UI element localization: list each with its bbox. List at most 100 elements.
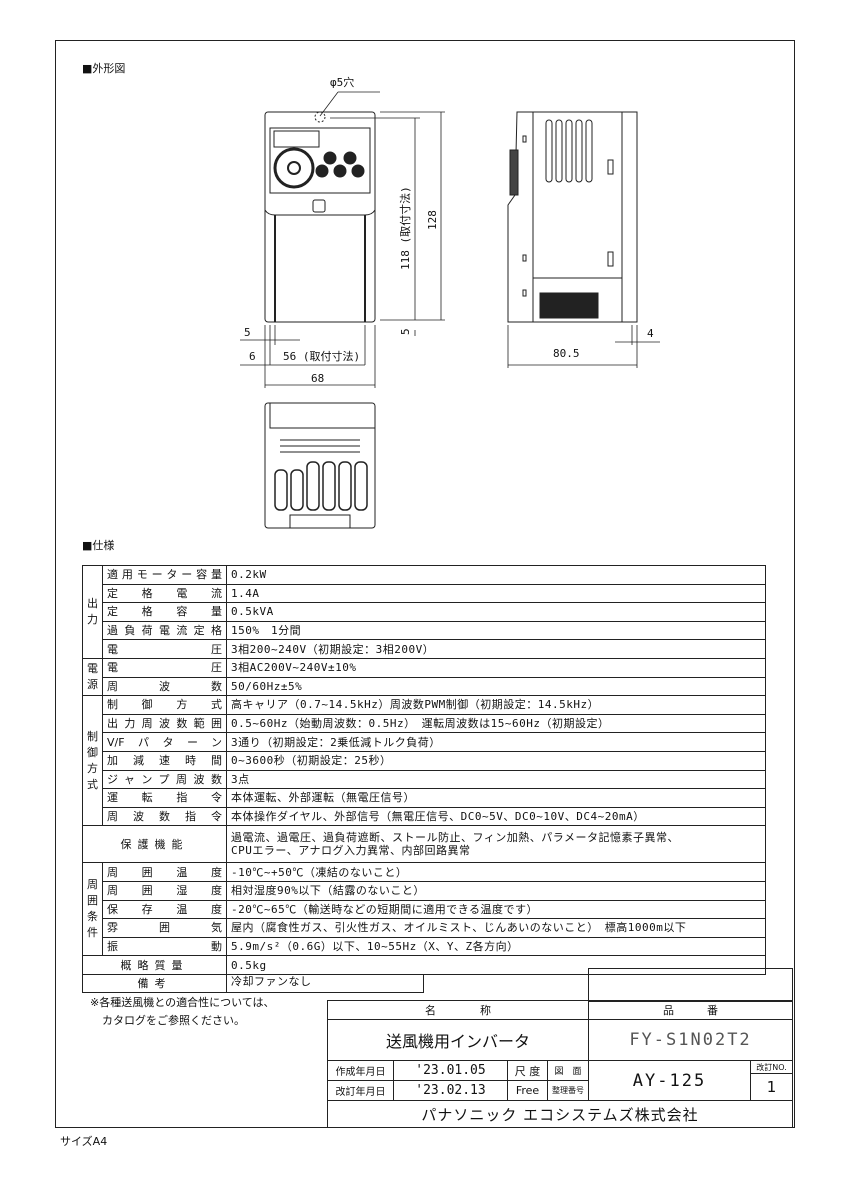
spec-value: 屋内（腐食性ガス、引火性ガス、オイルミスト、じんあいのないこと） 標高1000m… <box>226 918 766 938</box>
product-name: 送風機用インバータ <box>327 1019 589 1061</box>
dim-4: 4 <box>647 327 654 340</box>
note-line-1: ※各種送風機との適合性については、 <box>90 996 275 1009</box>
dim-118: 118 (取付寸法) <box>398 186 412 270</box>
spec-group-label: 電源 <box>82 657 103 697</box>
dim-5-left: 5 <box>244 326 251 339</box>
spec-value: 過電流、過電圧、過負荷遮断、ストール防止、フィン加熱、パラメータ記憶素子異常、 … <box>226 825 766 864</box>
specs-heading: ■仕様 <box>82 539 115 552</box>
scale-label: 尺 度 <box>507 1060 548 1081</box>
spec-label: V/Fパターン <box>102 732 227 752</box>
scale-value: Free <box>507 1080 548 1101</box>
spec-label: 適用モーター容量 <box>102 565 227 585</box>
spec-label: 周囲温度 <box>102 862 227 882</box>
created-label: 作成年月日 <box>327 1060 394 1081</box>
dim-128: 128 <box>426 210 439 230</box>
spec-label: 加減速時間 <box>102 750 227 771</box>
spec-row: 周波数指令本体操作ダイヤル、外部信号（無電圧信号、DC0~5V、DC0~10V、… <box>83 806 766 827</box>
spec-value: 相対湿度90%以下（結露のないこと） <box>226 880 766 901</box>
spec-row: 周囲条件周囲温度-10℃~+50℃（凍結のないこと） <box>82 862 766 957</box>
spec-row: 雰囲気屋内（腐食性ガス、引火性ガス、オイルミスト、じんあいのないこと） 標高10… <box>83 918 766 938</box>
spec-group-label: 出力 <box>82 565 103 659</box>
front-dimensions <box>240 91 445 388</box>
spec-value: 0.5kVA <box>226 602 766 622</box>
spec-value: 0~3600秒（初期設定：25秒） <box>226 750 766 771</box>
spec-group-label: 周囲条件 <box>82 862 103 957</box>
spec-value: 50/60Hz±5% <box>226 676 766 697</box>
spec-value: 3相200~240V（初期設定：3相200V） <box>226 639 766 659</box>
paper-size: サイズA4 <box>60 1135 108 1148</box>
note-line-2: カタログをご参照ください。 <box>102 1014 245 1027</box>
company-name: パナソニック エコシステムズ株式会社 <box>327 1100 793 1128</box>
revised-date: '23.02.13 <box>393 1080 508 1101</box>
revision-number: 1 <box>750 1073 793 1101</box>
spec-label: 振動 <box>102 936 227 957</box>
name-header: 名 称 <box>327 1000 589 1020</box>
spec-value: 本体運転、外部運転（無電圧信号） <box>226 788 766 808</box>
spec-label: 概略質量 <box>82 955 227 975</box>
spec-row: 運転指令本体運転、外部運転（無電圧信号） <box>83 788 766 808</box>
revised-label: 改訂年月日 <box>327 1080 394 1101</box>
spec-value: 3相AC200V~240V±10% <box>226 657 766 678</box>
spec-value-text: 0.5kg <box>231 958 267 972</box>
spec-label: ジャンプ周波数 <box>102 769 227 790</box>
spec-value: 高キャリア（0.7~14.5kHz）周波数PWM制御（初期設定：14.5kHz） <box>226 695 766 715</box>
dim-6: 6 <box>249 350 256 363</box>
spec-label: 周波数指令 <box>102 806 227 827</box>
spec-row: 保存温度-20℃~65℃（輸送時などの短期間に適用できる温度です） <box>83 899 766 920</box>
spec-label: 保存温度 <box>102 899 227 920</box>
spec-row: 備考冷却ファンなし <box>82 973 766 994</box>
drawing-no-label-1: 図 面 <box>547 1060 589 1081</box>
spec-label: 定格容量 <box>102 602 227 622</box>
compatibility-note: ※各種送風機との適合性については、 カタログをご参照ください。 <box>90 994 275 1030</box>
spec-label: 保護機能 <box>82 825 227 864</box>
spec-value: -20℃~65℃（輸送時などの短期間に適用できる温度です） <box>226 899 766 920</box>
spec-value: 本体操作ダイヤル、外部信号（無電圧信号、DC0~5V、DC0~10V、DC4~2… <box>226 806 766 827</box>
dim-56: 56 (取付寸法) <box>283 349 360 363</box>
spec-group-label: 制御方式 <box>82 695 103 827</box>
drawing-no-label-2: 整理番号 <box>547 1080 589 1101</box>
spec-value: 150% 1分間 <box>226 620 766 641</box>
spec-value: -10℃~+50℃（凍結のないこと） <box>226 862 766 882</box>
front-view <box>264 111 376 323</box>
spec-value: 0.5~60Hz（始動周波数：0.5Hz） 運転周波数は15~60Hz（初期設定… <box>226 713 766 734</box>
dimension-labels: φ5穴 5 6 56 (取付寸法) 68 118 (取付寸法) 128 5 80… <box>244 75 654 385</box>
side-view <box>507 111 660 368</box>
spec-label: 運転指令 <box>102 788 227 808</box>
spec-label: 電圧 <box>102 657 227 678</box>
spec-row: 周囲湿度相対湿度90%以下（結露のないこと） <box>83 880 766 901</box>
spec-label: 周波数 <box>102 676 227 697</box>
spec-label: 雰囲気 <box>102 918 227 938</box>
spec-value: 3通り（初期設定：2乗低減トルク負荷） <box>226 732 766 752</box>
spec-row: 制御方式制御方式高キャリア（0.7~14.5kHz）周波数PWM制御（初期設定：… <box>82 695 766 827</box>
part-number: FY-S1N02T2 <box>588 1019 793 1061</box>
outline-drawing: φ5穴 5 6 56 (取付寸法) 68 118 (取付寸法) 128 5 80… <box>240 75 660 529</box>
spec-value: 冷却ファンなし <box>226 973 766 993</box>
dim-5-bottom: 5 <box>399 328 412 335</box>
drawing-number: AY-125 <box>588 1060 751 1101</box>
spec-label: 備考 <box>82 973 227 994</box>
part-header: 品 番 <box>588 1000 793 1020</box>
spec-label: 出力周波数範囲 <box>102 713 227 734</box>
spec-value-text: 冷却ファンなし <box>227 975 424 993</box>
spec-label: 周囲湿度 <box>102 880 227 901</box>
spec-label: 定格電流 <box>102 583 227 604</box>
spec-label: 制御方式 <box>102 695 227 715</box>
spec-value-text: 過電流、過電圧、過負荷遮断、ストール防止、フィン加熱、パラメータ記憶素子異常、 … <box>231 831 679 858</box>
dim-80-5: 80.5 <box>553 347 580 360</box>
created-date: '23.01.05 <box>393 1060 508 1081</box>
spec-label: 電圧 <box>102 639 227 659</box>
outline-heading: ■外形図 <box>82 62 126 75</box>
